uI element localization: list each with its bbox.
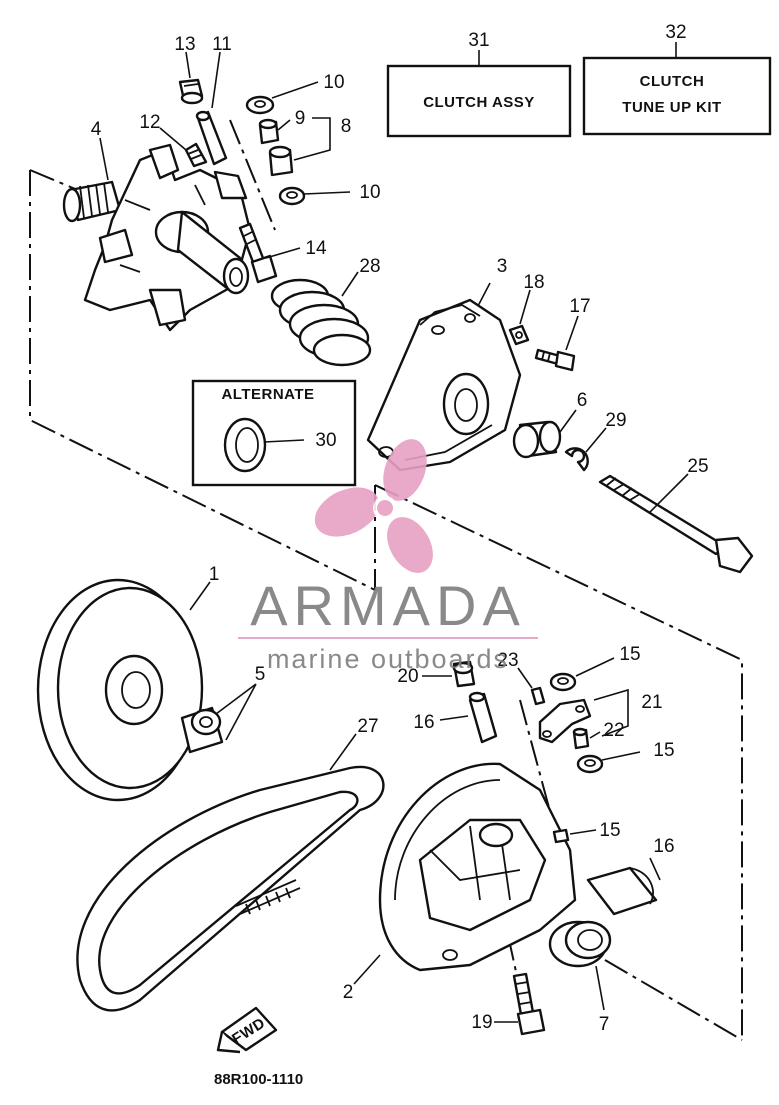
callout-15-top: 15: [619, 644, 640, 665]
part-15-washer-lower[interactable]: [576, 754, 604, 774]
callout-24: 22: [603, 720, 624, 741]
callout-8: 8: [341, 116, 352, 137]
clutch-assy-text: CLUTCH ASSY: [423, 94, 535, 111]
tune-up-kit-line2: TUNE UP KIT: [622, 99, 721, 116]
callout-3: 3: [497, 256, 508, 277]
tune-up-kit-line1: CLUTCH: [640, 73, 705, 90]
callout-16: 16: [413, 712, 434, 733]
reference-code: 88R100-1110: [214, 1071, 303, 1088]
callout-18: 16: [653, 836, 674, 857]
part-18-slider[interactable]: [586, 866, 658, 916]
part-28-clip[interactable]: [564, 447, 589, 472]
callout-11: 11: [212, 34, 232, 55]
armada-watermark: ARMADA marine outboards: [238, 439, 538, 674]
callout-13: 14: [305, 238, 327, 259]
watermark-tagline: marine outboards: [267, 644, 509, 674]
callout-27: 25: [687, 456, 708, 477]
callout-4: 4: [91, 119, 102, 140]
part-12-screw[interactable]: [184, 142, 208, 168]
callout-15-lower: 15: [653, 740, 674, 761]
part-7-bushing[interactable]: [548, 920, 612, 968]
callout-10-top: 10: [323, 72, 344, 93]
part-26-spring[interactable]: [270, 278, 372, 367]
part-1-sheave[interactable]: [36, 578, 204, 802]
callout-10-lower: 10: [359, 182, 380, 203]
part-8-roller-set[interactable]: [268, 145, 294, 177]
part-20-nut[interactable]: [508, 324, 530, 346]
callout-17: 15: [599, 820, 620, 841]
clutch-assy-box[interactable]: CLUTCH ASSY 31: [386, 30, 572, 138]
part-22-cap[interactable]: [452, 660, 476, 688]
part-6-bushing[interactable]: [512, 420, 562, 459]
callout-22: 20: [397, 666, 418, 687]
part-2-fixed-sheave[interactable]: [378, 762, 577, 972]
part-25-screw[interactable]: [530, 686, 546, 706]
callout-6: 6: [577, 390, 588, 411]
part-15-washer-top[interactable]: [549, 672, 577, 692]
callout-31: 31: [468, 30, 489, 51]
part-4-fixed-spider[interactable]: [62, 143, 252, 332]
callout-25: 23: [497, 650, 518, 671]
callout-9: 9: [295, 108, 306, 129]
part-23-arm[interactable]: [538, 698, 592, 744]
callout-14: 13: [174, 34, 195, 55]
callout-23: 21: [641, 692, 662, 713]
part-3-cover[interactable]: [366, 298, 522, 472]
callout-7: 7: [599, 1014, 610, 1035]
part-24-roller[interactable]: [572, 727, 590, 750]
callout-19: 17: [569, 296, 590, 317]
callout-5: 5: [255, 664, 266, 685]
callout-30: 30: [315, 430, 336, 451]
callout-2: 2: [343, 982, 354, 1003]
callout-28: 29: [605, 410, 626, 431]
callout-26: 28: [359, 256, 380, 277]
callout-29: 27: [357, 716, 378, 737]
part-16-pin[interactable]: [468, 691, 498, 744]
part-9-roller[interactable]: [258, 118, 280, 145]
part-17-screw[interactable]: [552, 828, 570, 844]
fwd-arrow: FWD: [216, 1006, 278, 1054]
armada-propeller-logo: [314, 439, 433, 573]
callout-20: 18: [523, 272, 544, 293]
callout-1: 1: [209, 564, 220, 585]
alternate-title: ALTERNATE: [221, 386, 314, 403]
part-27-long-bolt[interactable]: [598, 474, 754, 574]
clutch-tune-up-kit-box[interactable]: CLUTCH TUNE UP KIT 32: [582, 22, 772, 136]
part-10-washer-top[interactable]: [245, 95, 275, 115]
part-19-screw[interactable]: [534, 348, 576, 372]
part-14-cap[interactable]: [178, 78, 204, 105]
part-11-pin[interactable]: [195, 110, 228, 166]
callout-21: 19: [471, 1012, 492, 1033]
part-30-spacer[interactable]: [223, 417, 267, 473]
callout-32: 32: [665, 22, 686, 43]
callout-12: 12: [139, 112, 160, 133]
watermark-brand: ARMADA: [250, 574, 526, 637]
part-21-bolt[interactable]: [512, 972, 546, 1036]
alternate-box[interactable]: ALTERNATE 30: [191, 379, 357, 487]
part-13-bolt[interactable]: [238, 222, 278, 284]
part-10-washer-lower[interactable]: [278, 186, 306, 206]
part-5-bushing[interactable]: [180, 706, 224, 754]
part-29-drive-belt[interactable]: [76, 765, 385, 1012]
